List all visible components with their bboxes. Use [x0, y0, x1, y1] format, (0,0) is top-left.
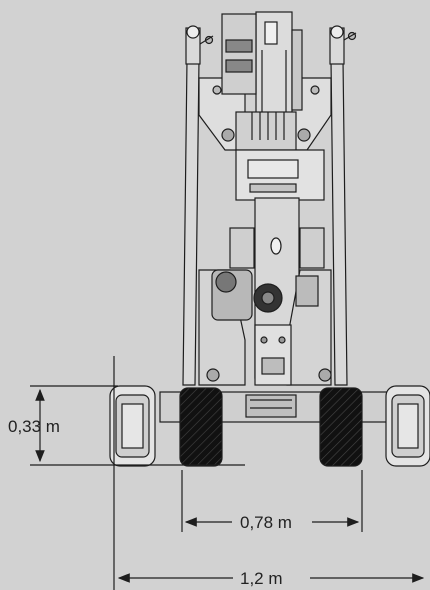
dimension-lines: [30, 356, 425, 590]
track-width-label: 0,78 m: [240, 513, 292, 532]
wheels: [109, 385, 430, 467]
wheel-height-label: 0,33 m: [8, 417, 60, 436]
machine-body: [159, 11, 391, 423]
overall-width-label: 1,2 m: [240, 569, 283, 588]
